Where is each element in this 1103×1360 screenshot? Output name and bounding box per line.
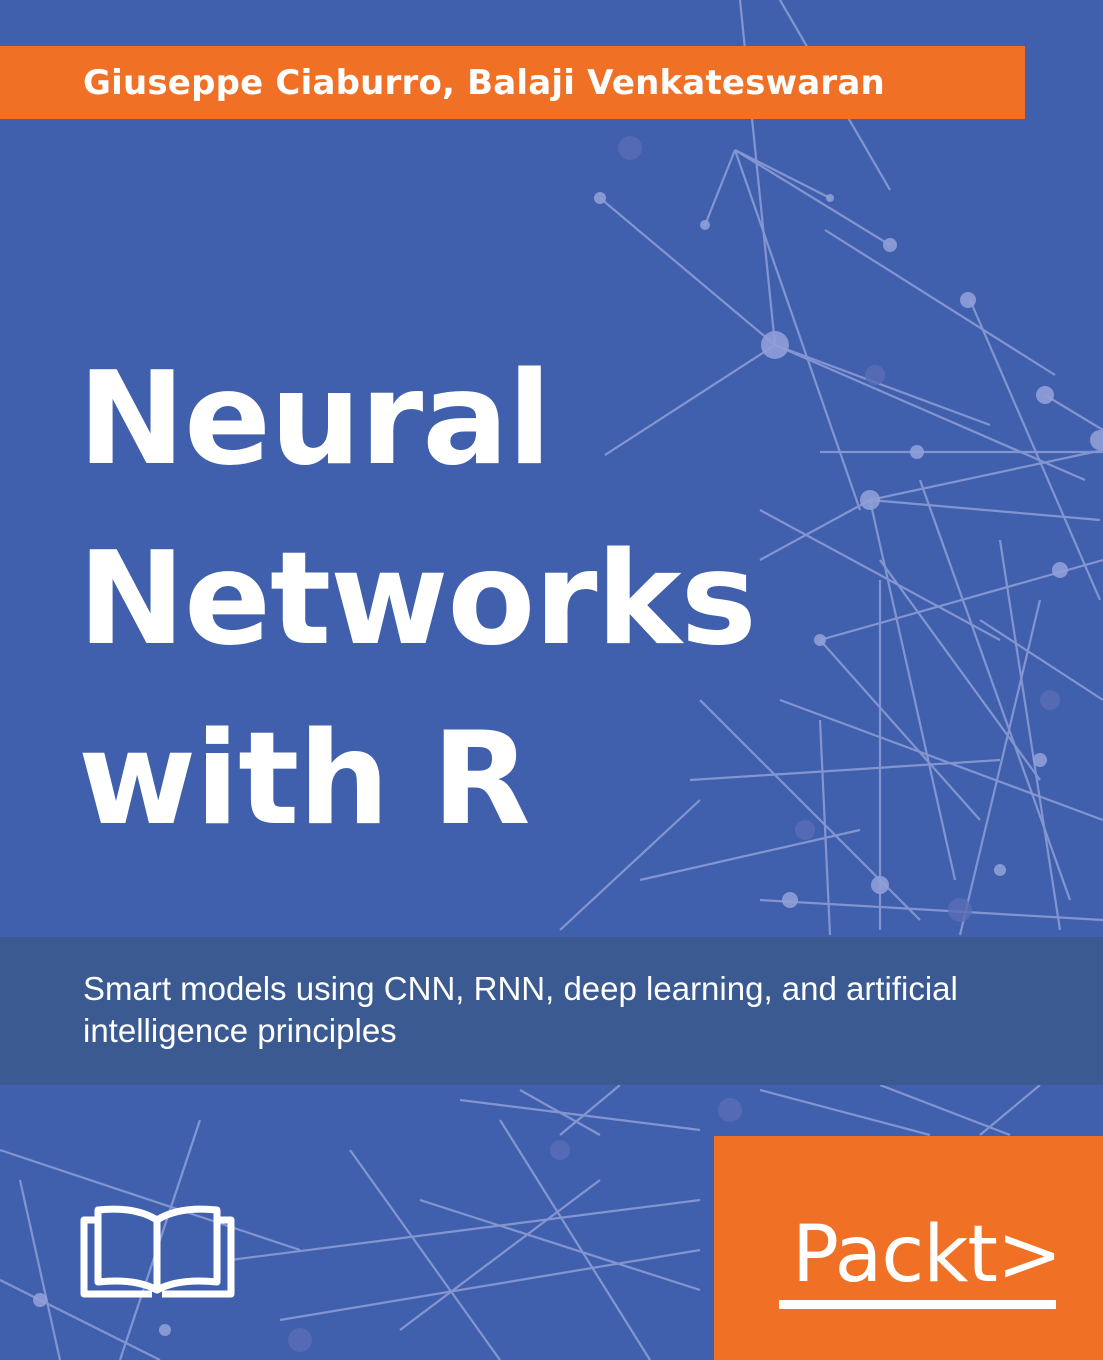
- book-subtitle: Smart models using CNN, RNN, deep learni…: [83, 970, 958, 1049]
- open-book-icon: [80, 1205, 235, 1298]
- author-banner: Giuseppe Ciaburro, Balaji Venkateswaran: [0, 46, 1025, 119]
- book-title: Neural Networks with R: [78, 330, 757, 870]
- authors-text: Giuseppe Ciaburro, Balaji Venkateswaran: [83, 62, 885, 103]
- title-line-1: Neural: [78, 345, 551, 494]
- publisher-logo: Packt>: [792, 1210, 1062, 1300]
- title-line-2: Networks: [78, 525, 757, 674]
- subtitle-band: [0, 937, 1103, 1085]
- title-line-3: with R: [78, 705, 531, 854]
- publisher-logo-underline: [779, 1300, 1056, 1309]
- publisher-logo-box: Packt>: [714, 1136, 1103, 1360]
